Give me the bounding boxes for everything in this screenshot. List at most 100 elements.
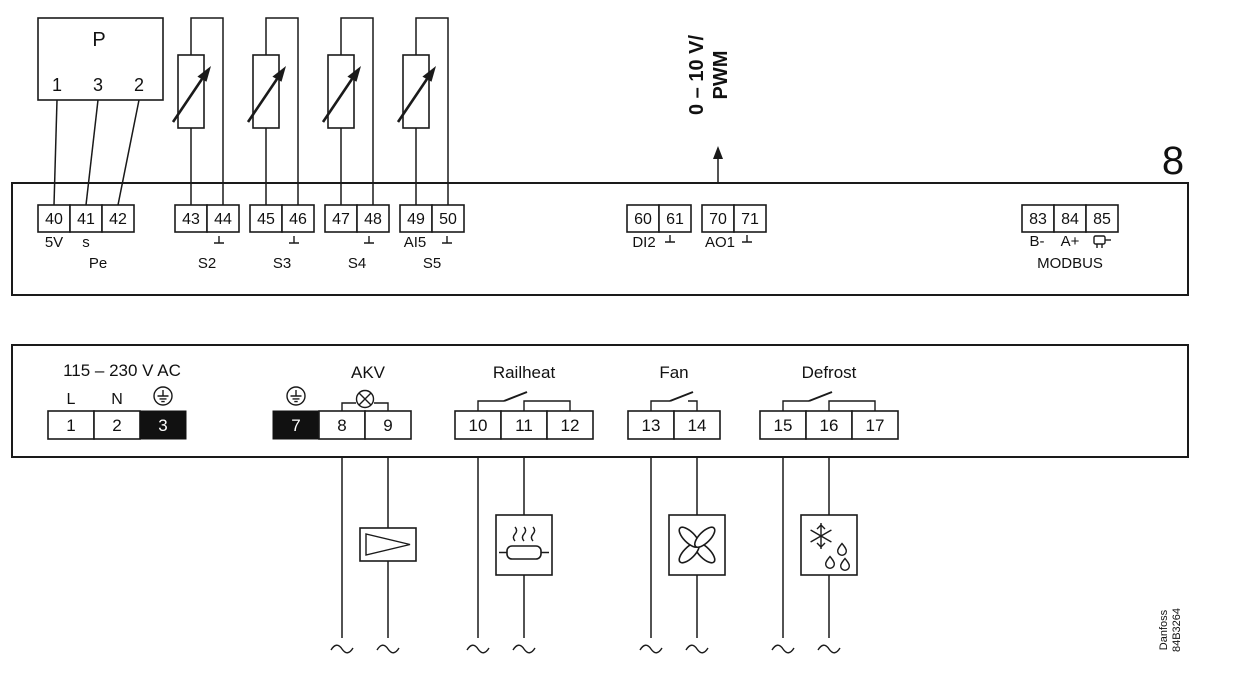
label-b-minus: B- <box>1030 233 1045 250</box>
lower-strip-box <box>11 344 1189 458</box>
fan-blade <box>693 526 716 549</box>
credit-code: 84B3264 <box>1171 608 1183 652</box>
terminal-number-12: 12 <box>561 416 580 435</box>
terminal-cell-49 <box>399 204 433 233</box>
label-pe: Pe <box>89 255 107 272</box>
snowflake-tick <box>816 542 826 548</box>
sensor-arrow <box>396 78 429 123</box>
relay-lead <box>523 400 571 411</box>
terminal-cell-8 <box>318 410 366 440</box>
railheat-label: Railheat <box>493 363 556 382</box>
credit-brand: Danfoss <box>1158 609 1170 650</box>
terminal-cell-50 <box>431 204 465 233</box>
terminal-cell-46 <box>281 204 315 233</box>
document-credit: Danfoss 84B3264 <box>1158 608 1183 652</box>
upper-terminal-strip: P 1 3 2 <box>11 17 1189 296</box>
terminal-cell-44 <box>206 204 240 233</box>
terminal-number-15: 15 <box>774 416 793 435</box>
terminal-group-supply-sensor: 40 41 42 5V s Pe <box>37 204 135 272</box>
sensor-body <box>177 54 205 129</box>
label-ao1: AO1 <box>705 234 735 251</box>
protective-earth-icon <box>153 386 173 406</box>
analog-output-label-line1: 0 – 10 V/ <box>686 35 708 116</box>
defrost-relay-icon <box>782 391 876 411</box>
coil-lead <box>374 402 389 411</box>
label-line: L <box>67 391 76 408</box>
terminal-cell-42 <box>101 204 135 233</box>
akv-label: AKV <box>351 363 386 382</box>
supply-voltage-label: 115 – 230 V AC <box>63 361 181 380</box>
label-5v: 5V <box>45 234 63 251</box>
fan-group: Fan 13 14 <box>627 363 721 440</box>
water-drops-icon <box>824 542 851 571</box>
output-device-wires <box>341 439 830 638</box>
defrost-device-icon <box>800 514 858 576</box>
fan-device-icon <box>668 514 726 576</box>
pressure-transmitter-label: P <box>92 29 105 51</box>
heat-squiggle <box>530 526 536 542</box>
railheat-group: Railheat 10 11 12 <box>454 363 594 440</box>
terminal-cell-71 <box>733 204 767 233</box>
terminal-cell-1 <box>47 410 95 440</box>
valve-triangle <box>365 533 411 556</box>
element-body <box>506 545 542 560</box>
analog-output-label-line2: PWM <box>710 51 732 100</box>
sensor-s3-icon <box>246 54 286 129</box>
label-a-plus: A+ <box>1061 233 1080 250</box>
wire <box>117 99 140 206</box>
terminal-number-60: 60 <box>634 211 652 228</box>
ground-icon <box>214 236 224 244</box>
terminal-number-47: 47 <box>332 211 350 228</box>
terminal-group-s5: 49 50 AI5 S5 <box>399 204 465 272</box>
snowflake-tick <box>816 524 826 530</box>
terminal-number-70: 70 <box>709 211 727 228</box>
pressure-transmitter: P 1 3 2 <box>37 17 164 101</box>
terminal-group-di2: 60 61 DI2 <box>626 204 692 251</box>
label-ai5: AI5 <box>404 234 427 251</box>
sensor-arrowhead <box>272 66 286 82</box>
terminal-group-s4: 47 48 S4 <box>324 204 390 272</box>
ac-wave-icon <box>685 644 709 654</box>
akv-group: AKV 7 8 9 <box>272 363 412 440</box>
terminal-number-43: 43 <box>182 211 200 228</box>
label-s3: S3 <box>273 255 291 272</box>
earth-circle <box>153 386 173 406</box>
terminal-cell-3 <box>139 410 187 440</box>
heater-box <box>495 514 553 576</box>
terminal-number-17: 17 <box>866 416 885 435</box>
ground-icon <box>665 235 675 243</box>
relay-lead <box>828 400 876 411</box>
label-neutral: N <box>111 391 123 408</box>
sensor-body <box>327 54 355 129</box>
terminal-cell-60 <box>626 204 660 233</box>
sensor-arrow <box>246 78 279 123</box>
terminal-cell-7 <box>272 410 320 440</box>
terminal-number-46: 46 <box>289 211 307 228</box>
pressure-pin-2: 2 <box>134 75 144 95</box>
pressure-pin-3: 3 <box>93 75 103 95</box>
sensor-arrowhead <box>197 66 211 82</box>
ac-wave-icons <box>330 644 841 654</box>
terminal-cell-2 <box>93 410 141 440</box>
terminal-number-7: 7 <box>291 416 300 435</box>
protective-earth-icon <box>286 386 306 406</box>
terminal-number-71: 71 <box>741 211 759 228</box>
ground-icon <box>289 236 299 244</box>
defrost-box <box>800 514 858 576</box>
sensor-body <box>252 54 280 129</box>
plug-icon <box>1093 235 1111 248</box>
label-di2: DI2 <box>632 234 655 251</box>
terminal-number-10: 10 <box>469 416 488 435</box>
label-s: s <box>82 234 90 251</box>
terminal-group-ao1: 70 71 AO1 <box>701 204 767 251</box>
terminal-number-16: 16 <box>820 416 839 435</box>
relay-blade <box>669 391 694 402</box>
terminal-number-2: 2 <box>112 416 121 435</box>
terminal-number-83: 83 <box>1029 211 1047 228</box>
terminal-number-11: 11 <box>515 416 533 435</box>
valve-box <box>359 527 417 562</box>
label-s2: S2 <box>198 255 216 272</box>
defrost-label: Defrost <box>802 363 857 382</box>
terminal-number-1: 1 <box>66 416 75 435</box>
